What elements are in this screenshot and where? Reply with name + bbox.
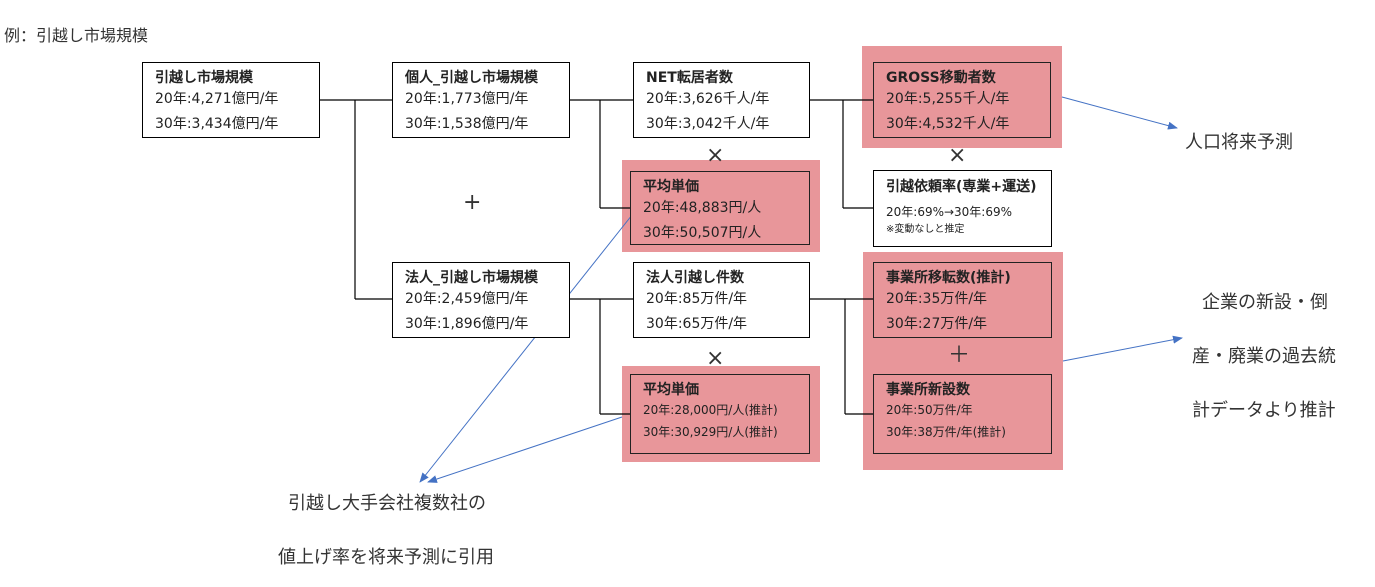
times-operator-corporate: × [706, 346, 725, 371]
personal-market-2020: 20年:1,773億円/年 [405, 91, 529, 107]
office-new-2030: 30年:38万件/年(推計) [886, 425, 1006, 439]
corporate-market-title: 法人_引越し市場規模 [405, 270, 538, 286]
avg-price-corp-2030: 30年:30,929円/人(推計) [643, 425, 778, 439]
net-movers-2030: 30年:3,042千人/年 [646, 116, 770, 132]
gross-movers-2030: 30年:4,532千人/年 [886, 116, 1010, 132]
net-movers-box: NET転居者数 20年:3,626千人/年 30年:3,042千人/年 [633, 62, 810, 138]
corporate-market-2020: 20年:2,459億円/年 [405, 291, 529, 307]
corporate-moves-2030: 30年:65万件/年 [646, 316, 748, 332]
plus-operator-offices: ＋ [948, 343, 971, 368]
market-size-2020: 20年:4,271億円/年 [155, 91, 279, 107]
avg-price-corp-title: 平均単価 [643, 382, 699, 398]
avg-price-personal-title: 平均単価 [643, 179, 699, 195]
request-rate-title: 引越依頼率(専業+運送) [886, 179, 1037, 195]
market-size-2030: 30年:3,434億円/年 [155, 116, 279, 132]
office-relocation-2020: 20年:35万件/年 [886, 291, 988, 307]
avg-price-personal-2030: 30年:50,507円/人 [643, 225, 762, 241]
net-movers-title: NET転居者数 [646, 70, 733, 86]
avg-price-personal-box: 平均単価 20年:48,883円/人 30年:50,507円/人 [630, 171, 810, 245]
gross-movers-2020: 20年:5,255千人/年 [886, 91, 1010, 107]
corporate-market-box: 法人_引越し市場規模 20年:2,459億円/年 30年:1,896億円/年 [392, 262, 570, 338]
times-operator-gross: × [948, 143, 967, 168]
corporate-market-2030: 30年:1,896億円/年 [405, 316, 529, 332]
times-operator-personal: × [706, 143, 725, 168]
price-increase-note-line2: 値上げ率を将来予測に引用 [278, 547, 494, 568]
request-rate-note: ※変動なしと推定 [886, 224, 965, 235]
office-new-title: 事業所新設数 [886, 382, 970, 398]
request-rate-values: 20年:69%→30年:69% [886, 205, 1013, 219]
price-increase-note-line1: 引越し大手会社複数社の [288, 493, 486, 514]
corporate-moves-2020: 20年:85万件/年 [646, 291, 748, 307]
company-stats-note-line1: 企業の新設・倒 [1202, 292, 1328, 313]
net-movers-2020: 20年:3,626千人/年 [646, 91, 770, 107]
corporate-moves-box: 法人引越し件数 20年:85万件/年 30年:65万件/年 [633, 262, 810, 338]
company-stats-note-line3: 計データより推計 [1192, 400, 1336, 421]
population-forecast-note: 人口将来予測 [1185, 132, 1293, 153]
market-size-title: 引越し市場規模 [155, 70, 253, 86]
avg-price-corp-2020: 20年:28,000円/人(推計) [643, 403, 778, 417]
market-size-box: 引越し市場規模 20年:4,271億円/年 30年:3,434億円/年 [142, 62, 320, 138]
office-relocation-2030: 30年:27万件/年 [886, 316, 988, 332]
avg-price-corp-box: 平均単価 20年:28,000円/人(推計) 30年:30,929円/人(推計) [630, 374, 810, 454]
personal-market-title: 個人_引越し市場規模 [405, 70, 538, 86]
diagram-caption: 例：引越し市場規模 [4, 26, 149, 45]
corporate-moves-title: 法人引越し件数 [646, 270, 744, 286]
personal-market-2030: 30年:1,538億円/年 [405, 116, 529, 132]
office-relocation-title: 事業所移転数(推計) [886, 270, 1011, 286]
gross-movers-box: GROSS移動者数 20年:5,255千人/年 30年:4,532千人/年 [873, 62, 1051, 138]
office-new-2020: 20年:50万件/年 [886, 403, 973, 417]
gross-movers-title: GROSS移動者数 [886, 70, 996, 86]
office-relocation-box: 事業所移転数(推計) 20年:35万件/年 30年:27万件/年 [873, 262, 1052, 338]
company-stats-note-line2: 産・廃業の過去統 [1192, 346, 1336, 367]
office-new-box: 事業所新設数 20年:50万件/年 30年:38万件/年(推計) [873, 374, 1052, 454]
plus-operator-segments: + [463, 190, 482, 215]
avg-price-personal-2020: 20年:48,883円/人 [643, 200, 762, 216]
request-rate-box: 引越依頼率(専業+運送) 20年:69%→30年:69% ※変動なしと推定 [873, 170, 1052, 247]
personal-market-box: 個人_引越し市場規模 20年:1,773億円/年 30年:1,538億円/年 [392, 62, 570, 138]
